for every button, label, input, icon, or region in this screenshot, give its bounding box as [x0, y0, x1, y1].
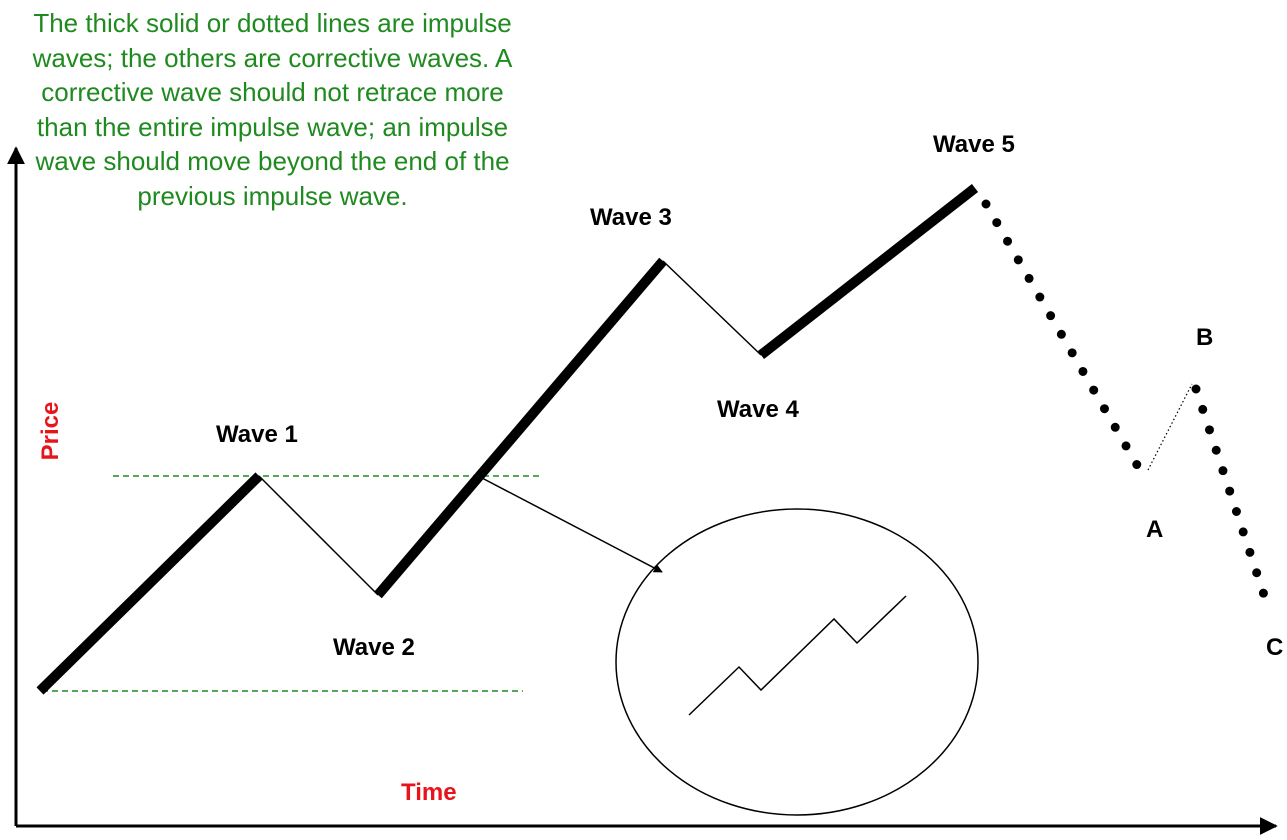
wave3-label: Wave 3	[590, 204, 672, 231]
price-axis-label: Price	[37, 401, 64, 461]
wave5-label: Wave 5	[933, 131, 1015, 158]
wave-b-dotted-line	[1147, 383, 1193, 471]
wave-a-label: A	[1146, 516, 1164, 543]
wave4-label: Wave 4	[717, 396, 799, 423]
zoom-detail-ellipse	[615, 508, 979, 816]
wave5-impulse-line	[757, 184, 979, 359]
wave1-label: Wave 1	[216, 421, 298, 448]
impulse-corrective-note: The thick solid or dotted lines are impu…	[32, 8, 513, 211]
wave-c-dotted-line	[1191, 384, 1270, 603]
wave-a-dotted-line	[981, 199, 1149, 482]
wave1-impulse-line	[36, 472, 263, 695]
wave2-label: Wave 2	[333, 634, 415, 661]
wave4-corrective-line	[662, 260, 762, 356]
wave2-corrective-line	[258, 475, 379, 596]
zoom-pointer-arrow	[481, 477, 663, 573]
wave-c-label: C	[1266, 634, 1284, 661]
time-axis-label: Time	[401, 779, 457, 806]
wave-b-label: B	[1196, 324, 1214, 351]
zoom-detail-subwave-line	[688, 595, 907, 716]
wave3-impulse-line	[374, 257, 667, 599]
